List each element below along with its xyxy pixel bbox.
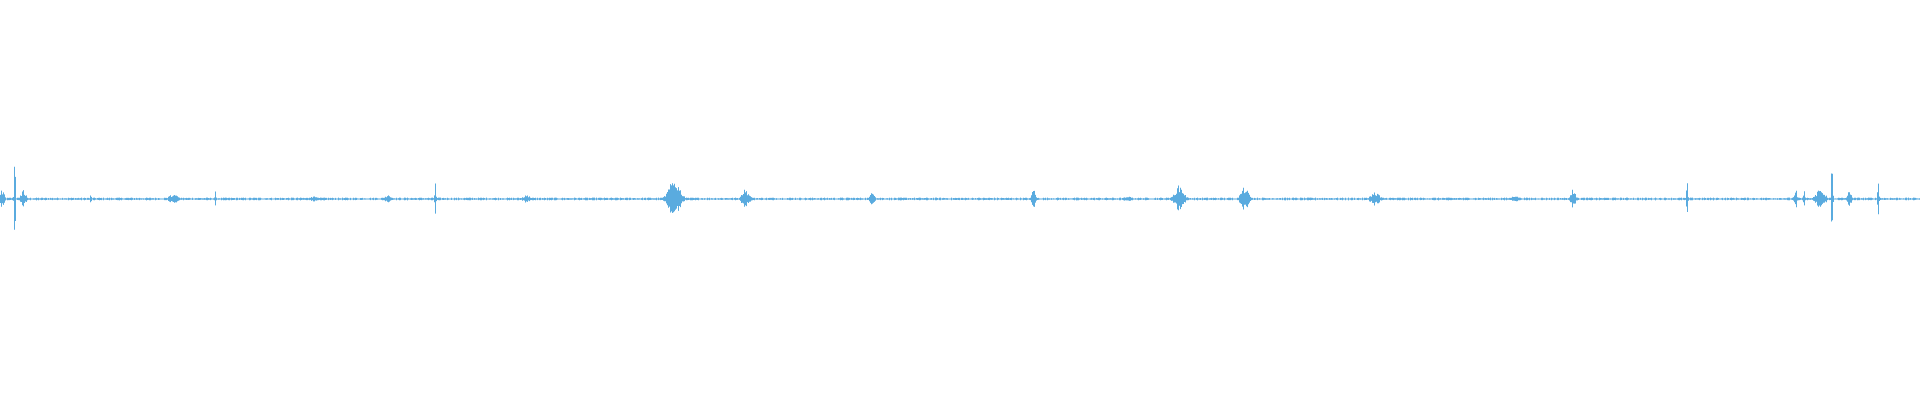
waveform-amplitude-path [0,166,1920,230]
waveform-trace [0,166,1920,230]
